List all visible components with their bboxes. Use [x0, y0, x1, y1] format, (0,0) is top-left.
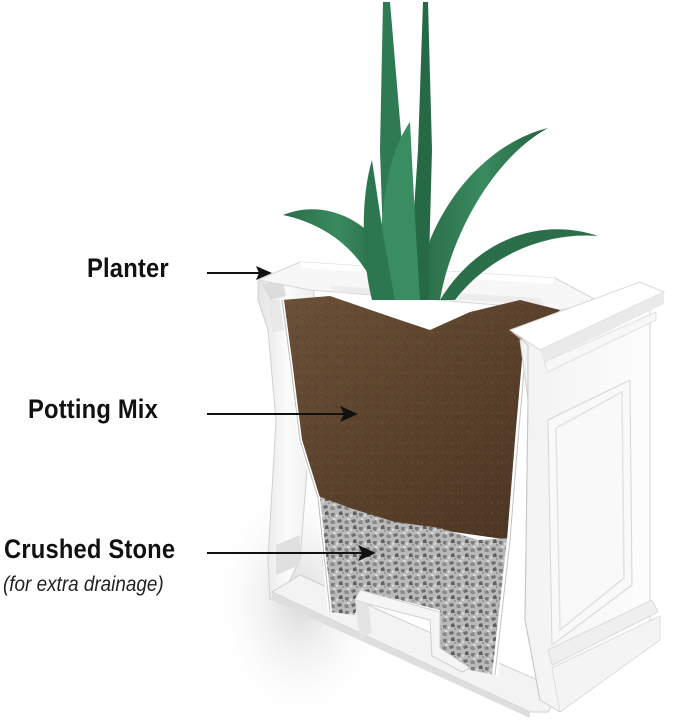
arrow-planter [207, 266, 272, 280]
reservoir-notch [354, 589, 471, 673]
label-crushed-stone-note: (for extra drainage) [3, 573, 164, 596]
crushed-stone [318, 496, 510, 675]
label-potting-mix: Potting Mix [28, 394, 158, 424]
planter-right-wall [508, 281, 666, 713]
arrow-potting-mix [207, 406, 358, 422]
plant [283, 2, 598, 300]
arrow-crushed-stone [207, 545, 376, 561]
label-planter: Planter [87, 253, 169, 283]
label-crushed-stone: Crushed Stone [4, 534, 176, 564]
